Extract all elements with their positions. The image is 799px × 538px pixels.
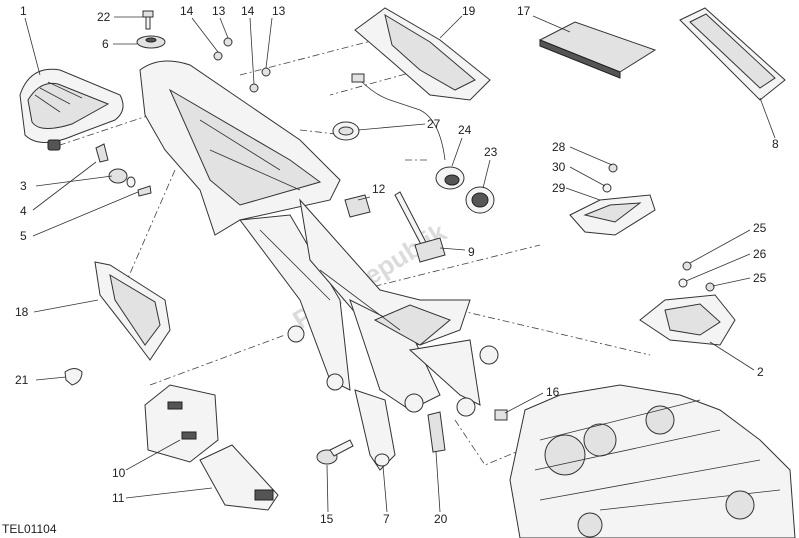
callout-12: 12 xyxy=(372,182,386,196)
clip-21 xyxy=(64,368,83,386)
tail-light xyxy=(19,68,124,151)
callout-23: 23 xyxy=(484,145,498,159)
callout-14-left: 14 xyxy=(180,4,194,18)
rear-subframe xyxy=(139,60,499,417)
callout-30: 30 xyxy=(552,160,566,174)
callout-13-left: 13 xyxy=(212,4,226,18)
cover-strip-8 xyxy=(679,7,786,101)
callout-3: 3 xyxy=(20,179,27,193)
document-pouch-17 xyxy=(538,21,657,79)
callout-4: 4 xyxy=(20,204,27,218)
callout-26: 26 xyxy=(753,247,767,261)
callout-25-bottom: 25 xyxy=(753,271,767,285)
drawing-code: TEL01104 xyxy=(2,522,57,536)
engine-block xyxy=(509,384,796,538)
retaining-ring-27 xyxy=(332,121,360,141)
callout-29: 29 xyxy=(552,181,566,195)
callout-9: 9 xyxy=(468,245,475,259)
cover-19 xyxy=(354,7,491,101)
callout-8: 8 xyxy=(772,137,779,151)
bracket-7 xyxy=(354,389,396,471)
bracket-2 xyxy=(639,261,736,346)
clip-16 xyxy=(494,409,508,421)
callout-11: 11 xyxy=(112,491,125,505)
callout-14-right: 14 xyxy=(241,4,255,18)
callout-24: 24 xyxy=(458,123,472,137)
callout-16: 16 xyxy=(546,385,560,399)
callout-1: 1 xyxy=(20,4,27,18)
cap-23 xyxy=(465,186,495,214)
callout-19: 19 xyxy=(462,4,476,18)
label-20 xyxy=(427,411,446,453)
callout-21: 21 xyxy=(15,373,29,387)
callout-27: 27 xyxy=(427,117,441,131)
callout-7: 7 xyxy=(383,512,390,526)
rubber-3 xyxy=(108,168,136,188)
strap-9 xyxy=(394,191,446,263)
callout-6: 6 xyxy=(102,37,109,51)
bolt-22 xyxy=(142,10,154,30)
label-12 xyxy=(344,194,371,218)
screws-13-14 xyxy=(213,37,271,93)
callout-17: 17 xyxy=(517,4,531,18)
guard-18 xyxy=(94,261,171,361)
screw-4 xyxy=(95,143,109,163)
pouch-10 xyxy=(144,384,219,463)
power-socket-24 xyxy=(351,73,465,190)
callout-2: 2 xyxy=(757,365,764,379)
pouch-11 xyxy=(199,444,279,511)
callout-22: 22 xyxy=(97,10,111,24)
callout-18: 18 xyxy=(15,305,29,319)
grommet-6 xyxy=(136,35,166,49)
callout-28: 28 xyxy=(552,140,566,154)
callout-5: 5 xyxy=(20,229,27,243)
callout-13-right: 13 xyxy=(272,4,286,18)
bolt-15 xyxy=(316,439,354,465)
callout-15: 15 xyxy=(320,512,334,526)
callout-20: 20 xyxy=(434,512,448,526)
callout-10: 10 xyxy=(112,466,126,480)
leader-lines xyxy=(24,15,776,513)
screw-5 xyxy=(137,185,152,197)
callout-25-top: 25 xyxy=(753,221,767,235)
callouts: 1 22 6 14 13 14 13 19 17 8 27 24 23 28 3… xyxy=(15,4,779,526)
bracket-29 xyxy=(569,163,656,236)
